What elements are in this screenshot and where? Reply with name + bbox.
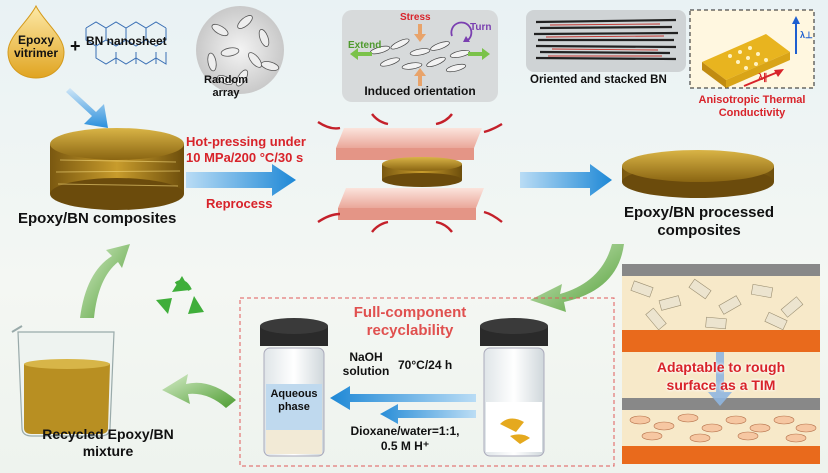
extend-arrow-right bbox=[468, 48, 490, 60]
recycle-icon bbox=[156, 276, 204, 314]
reprocess-label: Reprocess bbox=[206, 196, 273, 211]
composite-disk bbox=[50, 128, 184, 210]
aqueous-vial bbox=[260, 318, 328, 457]
stress-arrow-up bbox=[414, 68, 426, 86]
arrow-press-to-processed bbox=[520, 164, 612, 196]
arrow-dioxane bbox=[380, 404, 476, 424]
extend-label: Extend bbox=[348, 40, 382, 51]
arrow-naoh bbox=[330, 386, 476, 410]
induced-orientation-panel bbox=[342, 10, 498, 102]
turn-arrow bbox=[450, 21, 473, 41]
recycle-box bbox=[239, 297, 615, 467]
oriented-bn-panel bbox=[526, 10, 686, 72]
tim-panel bbox=[622, 264, 820, 464]
arrow-beaker-to-composite bbox=[80, 244, 130, 318]
induced-caption: Induced orientation bbox=[364, 84, 476, 98]
lambda-par-label: λ∥ bbox=[758, 72, 768, 82]
plus-sign: + bbox=[70, 36, 81, 56]
hot-press bbox=[317, 113, 503, 233]
heat-arrow bbox=[317, 120, 341, 130]
extend-arrow-left bbox=[350, 48, 372, 60]
stress-arrow-down bbox=[414, 24, 426, 42]
beaker bbox=[11, 325, 115, 437]
temperature-label: 70°C/24 h bbox=[398, 358, 453, 372]
acid-vial bbox=[480, 318, 548, 457]
epoxy-droplet-icon bbox=[7, 4, 65, 79]
hot-press-arrow bbox=[186, 164, 296, 196]
stress-label: Stress bbox=[400, 12, 431, 23]
arrow-processed-to-recycle bbox=[530, 244, 624, 312]
oriented-caption: Oriented and stacked BN bbox=[530, 74, 667, 86]
composites-label: Epoxy/BN composites bbox=[18, 210, 177, 227]
arrow-vial-to-beaker bbox=[162, 374, 236, 408]
arrow-inputs-to-composite bbox=[66, 88, 108, 128]
processed-disk bbox=[622, 150, 774, 198]
lambda-perp-label: λ⊥ bbox=[800, 30, 813, 40]
anisotropic-box bbox=[689, 9, 815, 89]
turn-label: Turn bbox=[470, 22, 492, 33]
solvent-label: Dioxane/water=1:1,0.5 M H⁺ bbox=[350, 424, 460, 453]
bn-nanosheet-icon bbox=[85, 21, 167, 65]
random-array-bubble bbox=[196, 6, 284, 94]
bn-label: BN nanosheet bbox=[86, 34, 167, 48]
